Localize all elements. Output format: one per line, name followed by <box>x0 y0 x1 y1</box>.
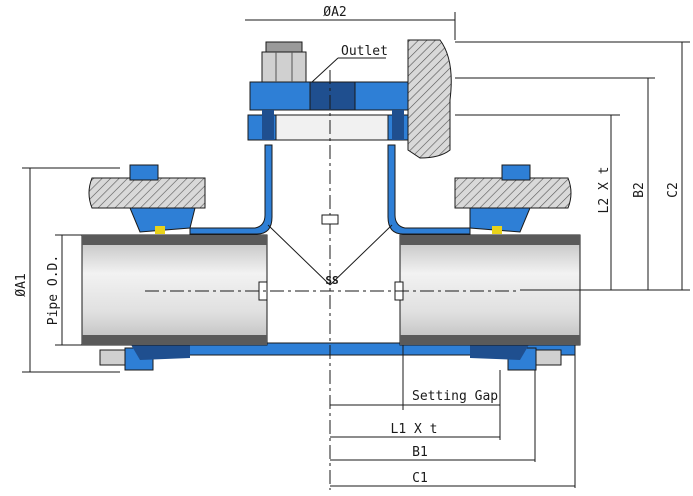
label-pipe-od: Pipe O.D. <box>46 255 61 325</box>
label-c1: C1 <box>412 471 428 486</box>
right-pipe <box>394 234 581 346</box>
label-outlet: Outlet <box>341 44 388 59</box>
label-setting-gap: Setting Gap <box>412 389 498 404</box>
dimension-lines <box>22 12 690 488</box>
label-phi-a1: ØA1 <box>14 273 29 296</box>
right-coupling <box>454 164 572 371</box>
label-phi-a2: ØA2 <box>323 5 346 20</box>
label-ss: SS <box>325 274 338 287</box>
label-l2xt: L2 X t <box>597 167 612 214</box>
tee-body <box>144 144 576 356</box>
outlet-flange <box>247 39 452 159</box>
label-l1xt: L1 X t <box>391 422 438 437</box>
left-coupling <box>88 164 206 371</box>
left-pipe <box>81 234 268 346</box>
label-b1: B1 <box>412 445 428 460</box>
centerlines <box>145 70 520 490</box>
label-b2: B2 <box>632 182 647 198</box>
label-c2: C2 <box>666 182 681 198</box>
labels: ØA2 Outlet L2 X t B2 C2 ØA1 Pipe O.D. SS… <box>14 5 681 486</box>
